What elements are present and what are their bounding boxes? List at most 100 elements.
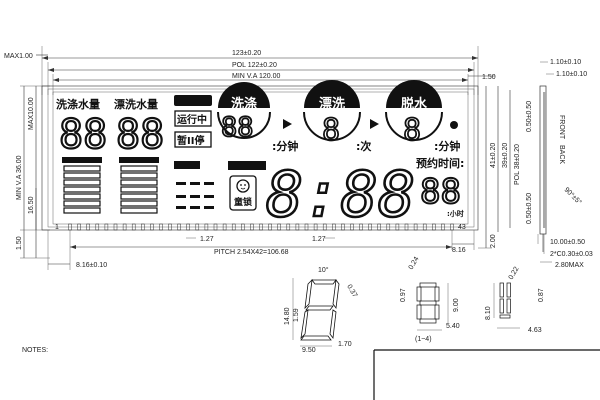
pin (341, 223, 345, 231)
pin-43-label: 43 (458, 224, 466, 231)
times-label: :次 (356, 139, 371, 153)
pin (422, 223, 427, 231)
seg-w-1-70: 1.70 (338, 341, 352, 348)
pin (359, 223, 363, 231)
pin (241, 223, 245, 231)
r-0-87: 0.87 (538, 288, 545, 302)
min-va-height-label: MIN V.A 36.00 (16, 155, 23, 200)
pin (231, 223, 236, 231)
hours-label: :小时 (447, 209, 464, 218)
va-width-label: MIN V.A 120.00 (232, 73, 280, 80)
pin (250, 223, 254, 231)
top-indicator-bar (174, 95, 212, 106)
top-dimensions: 123±0.20 POL 122±0.20 MIN V.A 120.00 1.5… (4, 46, 496, 95)
running-label: 运行中 (177, 113, 207, 126)
pin (295, 223, 300, 231)
pin (195, 223, 200, 231)
pin (432, 223, 436, 231)
running-box (174, 110, 212, 127)
pin (395, 223, 400, 231)
seg-h-14-80: 14.80 (284, 307, 291, 325)
side-c-label: 2*C0.30±0.03 (550, 251, 593, 258)
reserve-label: 预约时间: (416, 156, 464, 170)
max-outline-label: MAX1.00 (4, 53, 33, 60)
pol-38-label: POL 38±0.20 (514, 144, 521, 185)
pin (186, 223, 190, 231)
rinse-label: 漂洗 (319, 96, 345, 112)
spin-program-group: 脱水 8 :分钟 (385, 80, 460, 153)
pin-left-label: 8.16±0.10 (76, 262, 107, 269)
reserve-digits: 88 (420, 172, 461, 212)
rinse-water-bar (119, 157, 159, 214)
front-label: FRONT (558, 115, 565, 140)
pin (286, 223, 291, 231)
pin (150, 223, 154, 231)
pitch-label: PITCH 2.54X42=106.68 (214, 249, 289, 256)
pin (441, 223, 445, 231)
pin (368, 223, 372, 231)
pin (313, 223, 318, 231)
child-lock-icon (229, 175, 257, 211)
pin (222, 223, 227, 231)
pin (413, 223, 418, 231)
minute-label-2: :分钟 (434, 139, 460, 153)
pin (159, 223, 163, 231)
pin (304, 223, 309, 231)
pin (259, 223, 263, 231)
pin (122, 223, 127, 231)
r-8-10: 8.10 (485, 306, 492, 320)
side-1-10-top: 1.10±0.10 (550, 59, 581, 66)
seg-w-9-50: 9.50 (302, 347, 316, 354)
back-label: BACK (558, 145, 565, 164)
wash-water-digits: 88 (59, 112, 107, 158)
pin-right-label: 8.16 (452, 247, 466, 254)
left-1-50-label: 1.50 (16, 236, 23, 250)
rinse-program-group: 漂洗 8 :次 (303, 80, 379, 153)
pin (377, 223, 381, 231)
pin (113, 223, 118, 231)
pin (204, 223, 209, 231)
pin (322, 223, 327, 231)
bottom-dimensions: PITCH 2.54X42=106.68 8.16±0.10 8.16 1.27… (47, 230, 475, 270)
pin (213, 223, 218, 231)
minute-label-1: :分钟 (272, 139, 298, 153)
gap-1-27-a: 1.27 (200, 236, 214, 243)
small-9-00: 9.00 (453, 298, 460, 312)
pin (104, 223, 109, 231)
gap-1-27-b: 1.27 (312, 236, 326, 243)
max-top-label: MAX10.00 (28, 97, 35, 130)
pin (177, 223, 181, 231)
pol-width-label: POL 122±0.20 (232, 62, 277, 69)
pin (86, 223, 90, 231)
wash-program-group: 洗涤 88 :分钟 (217, 82, 298, 153)
side-10-label: 10.00±0.50 (550, 239, 585, 246)
right-dimensions: 41±0.20 39±0.20 POL 38±0.20 2.00 0.50±0.… (478, 86, 533, 249)
pause-box (174, 131, 212, 148)
clock-indicator-bar (228, 161, 266, 170)
pin (141, 223, 145, 231)
rinse-water-label: 漂洗水量 (114, 97, 158, 111)
pin (277, 223, 281, 231)
lcd-segments: 洗涤水量 漂洗水量 88 88 运行中 (56, 80, 464, 232)
wash-water-bar (62, 157, 102, 214)
segment-detail-large: 10° 14.80 1.59 9.50 1.70 0.37 (284, 266, 358, 354)
clock-digits: 8:88 (266, 158, 415, 231)
pin (350, 223, 354, 231)
segment-detail-small: 0.24 0.97 9.00 5.40 (1~4) (400, 256, 460, 343)
wash-label: 洗涤 (231, 96, 257, 112)
pin (332, 223, 336, 231)
rinse-water-digits: 88 (116, 112, 164, 158)
wash-time-digits: 88 (221, 112, 254, 143)
side-0-50-bottom: 0.50±0.50 (526, 193, 533, 224)
seg-h-1-59: 1.59 (293, 308, 300, 322)
bottom-2-00-label: 2.00 (490, 234, 497, 248)
h-39-label: 39±0.20 (502, 143, 509, 168)
spin-label: 脱水 (401, 96, 428, 112)
r-4-63: 4.63 (528, 327, 542, 334)
notes-label: NOTES: (22, 347, 48, 354)
r-0-22: 0.22 (508, 266, 521, 281)
mid-indicator-bar (174, 161, 200, 169)
seg-t-0-37: 0.37 (345, 284, 358, 299)
small-0-97: 0.97 (400, 288, 407, 302)
